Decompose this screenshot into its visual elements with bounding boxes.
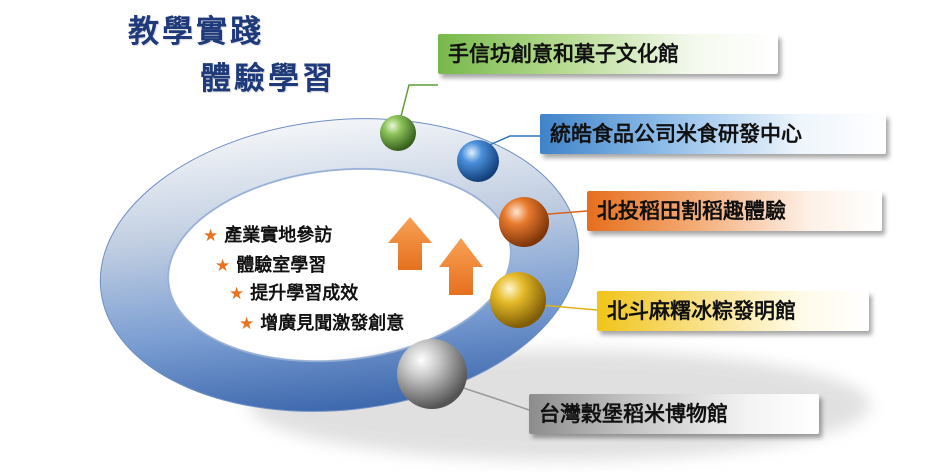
up-arrow-icon bbox=[388, 217, 432, 270]
page-title-line-2: 體驗學習 bbox=[200, 61, 336, 97]
bullet-text: 產業實地參訪 bbox=[224, 225, 333, 246]
list-item: ★提升學習成效 bbox=[229, 283, 359, 305]
up-arrow-icon bbox=[439, 238, 483, 295]
sphere-gold bbox=[490, 272, 546, 328]
sphere-orange bbox=[499, 197, 549, 247]
destination-label-handxin: 手信坊創意和菓子文化館 bbox=[438, 34, 778, 74]
bullet-text: 體驗室學習 bbox=[236, 255, 327, 276]
destination-label-rice-museum: 台灣穀堡稻米博物館 bbox=[529, 394, 819, 434]
sphere-blue bbox=[457, 140, 499, 182]
destination-label-tonghao: 統皓食品公司米食研發中心 bbox=[540, 114, 886, 154]
connector-line bbox=[397, 84, 438, 129]
star-icon: ★ bbox=[229, 284, 245, 304]
sphere-green bbox=[380, 115, 416, 151]
bullet-text: 提升學習成效 bbox=[250, 283, 359, 304]
ring bbox=[99, 118, 580, 412]
list-item: ★體驗室學習 bbox=[215, 255, 327, 277]
star-icon: ★ bbox=[203, 226, 219, 246]
list-item: ★產業實地參訪 bbox=[203, 225, 333, 247]
list-item: ★增廣見聞激發創意 bbox=[239, 313, 405, 335]
star-icon: ★ bbox=[239, 314, 255, 334]
bullet-text: 增廣見聞激發創意 bbox=[260, 313, 405, 334]
page-title-line-1: 教學實踐 bbox=[128, 14, 264, 50]
destination-label-beidou: 北斗麻糬冰粽發明館 bbox=[597, 291, 869, 331]
star-icon: ★ bbox=[215, 256, 231, 276]
destination-label-beitou: 北投稻田割稻趣體驗 bbox=[587, 191, 882, 231]
sphere-silver bbox=[397, 339, 467, 409]
